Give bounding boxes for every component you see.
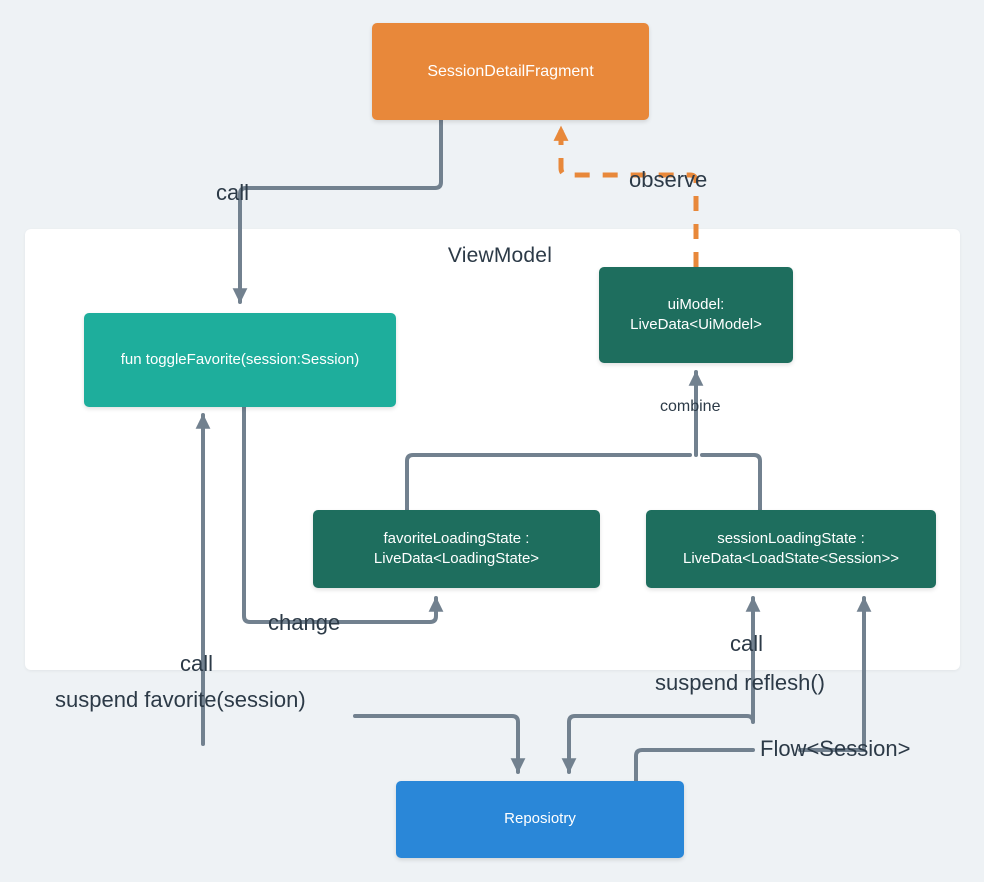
node-label: SessionDetailFragment <box>427 62 594 80</box>
node-label: sessionLoadingState : LiveData<LoadState… <box>683 529 899 570</box>
node-toggle-favorite-function[interactable]: fun toggleFavorite(session:Session) <box>84 313 396 407</box>
node-label: fun toggleFavorite(session:Session) <box>120 350 360 368</box>
edge-label-flow-session: Flow<Session> <box>760 736 911 761</box>
node-label-line2: LiveData<LoadState<Session>> <box>683 550 899 567</box>
node-label-line2: LiveData<LoadingState> <box>373 550 540 567</box>
node-favorite-loading-state[interactable]: favoriteLoadingState : LiveData<LoadingS… <box>313 510 600 588</box>
edge-label-observe: observe <box>629 167 708 192</box>
edge-label-combine: combine <box>660 398 721 415</box>
node-repository[interactable]: Reposiotry <box>396 781 684 858</box>
edge-flow-session-repo-to-session <box>634 748 755 783</box>
edge-label-call-repo-to-toggle: call <box>180 651 214 676</box>
node-session-loading-state[interactable]: sessionLoadingState : LiveData<LoadState… <box>646 510 936 588</box>
node-label-line2: LiveData<UiModel> <box>630 316 762 333</box>
viewmodel-panel <box>25 229 960 670</box>
node-label: Reposiotry <box>504 810 576 828</box>
edge-label-call-fragment-to-toggle: call <box>216 180 250 205</box>
node-label-line1: uiModel: <box>667 295 725 313</box>
node-label-line1: sessionLoadingState : <box>717 529 865 547</box>
edge-label-suspend-favorite: suspend favorite(session) <box>55 687 306 712</box>
edge-label-change: change <box>268 610 341 635</box>
node-label: uiModel: LiveData<UiModel> <box>630 295 762 336</box>
node-uimodel-livedata[interactable]: uiModel: LiveData<UiModel> <box>599 267 793 363</box>
edge-label-suspend-reflesh: suspend reflesh() <box>655 670 825 695</box>
node-label: favoriteLoadingState : LiveData<LoadingS… <box>374 529 539 570</box>
edge-suspend-favorite-to-repo <box>353 714 526 774</box>
node-label-line1: favoriteLoadingState : <box>383 529 530 547</box>
edge-label-call-repo-to-session: call <box>730 631 764 656</box>
node-session-detail-fragment[interactable]: SessionDetailFragment <box>372 23 649 120</box>
viewmodel-panel-title: ViewModel <box>447 244 553 267</box>
edge-call-repo-to-session <box>561 714 755 774</box>
